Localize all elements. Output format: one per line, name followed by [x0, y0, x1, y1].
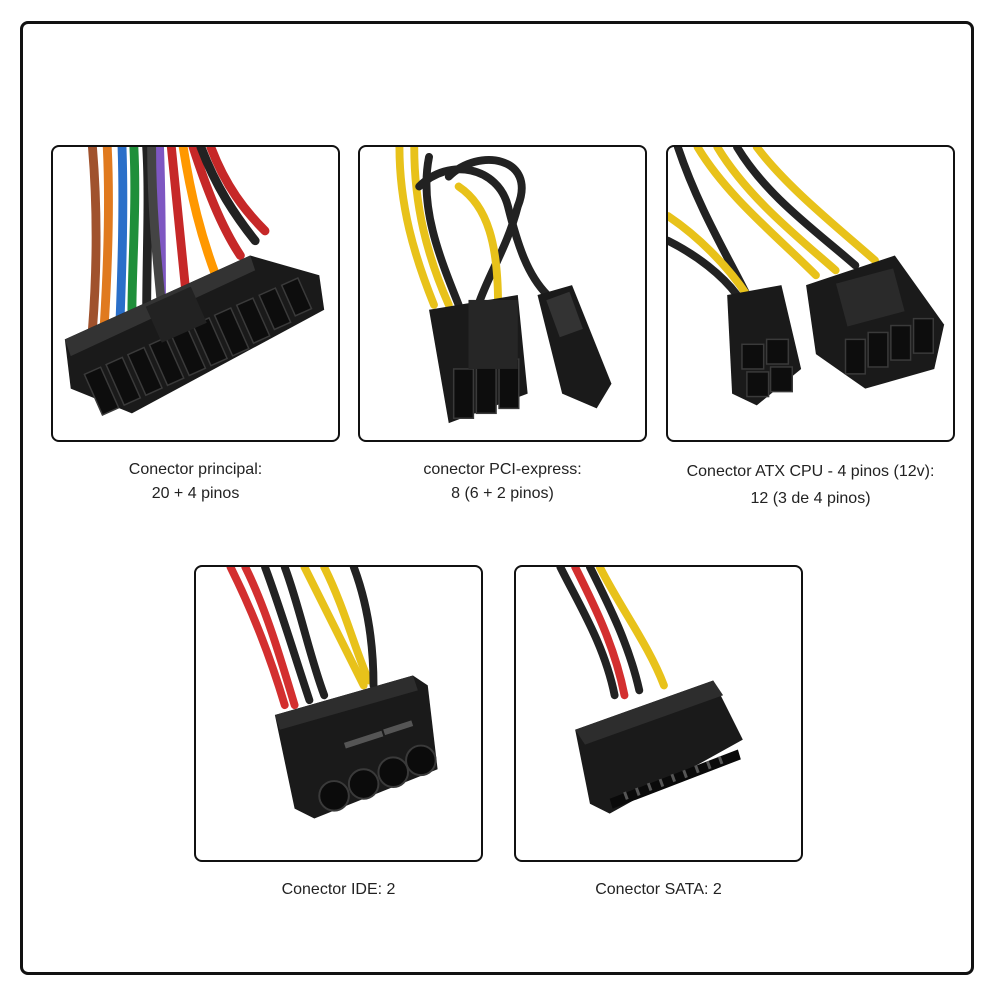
- sata-name: Conector SATA: 2: [595, 881, 722, 898]
- ide-connector-image: [194, 565, 483, 862]
- atx-main-name: Conector principal:: [128, 461, 263, 478]
- pcie-8pin-connector-photo-icon: [395, 147, 612, 424]
- pci-express-name: conector PCI-express:: [423, 461, 582, 478]
- atx-main-detail: 20 + 4 pinos: [151, 485, 240, 502]
- cpu-4pin-connector-photo-icon: [668, 147, 945, 406]
- sata-connector-image: [514, 565, 803, 862]
- atx-cpu-detail: 12 (3 de 4 pinos): [750, 490, 871, 507]
- atx-24pin-connector-photo-icon: [64, 147, 325, 416]
- sata-power-connector-photo-icon: [556, 567, 743, 814]
- atx-main-connector-image: [51, 145, 340, 442]
- atx-cpu-connector-image: [666, 145, 955, 442]
- pci-express-connector-image: [358, 145, 647, 442]
- ide-caption: Conector IDE: 2: [194, 878, 483, 902]
- atx-cpu-caption: Conector ATX CPU - 4 pinos (12v): 12 (3 …: [650, 458, 971, 512]
- atx-cpu-name: Conector ATX CPU - 4 pinos (12v):: [686, 463, 935, 480]
- pci-express-detail: 8 (6 + 2 pinos): [451, 485, 554, 502]
- molex-ide-connector-photo-icon: [226, 567, 438, 819]
- atx-main-caption: Conector principal: 20 + 4 pinos: [51, 458, 340, 506]
- pci-express-caption: conector PCI-express: 8 (6 + 2 pinos): [358, 458, 647, 506]
- sata-caption: Conector SATA: 2: [514, 878, 803, 902]
- outer-frame: [20, 21, 974, 975]
- ide-name: Conector IDE: 2: [281, 881, 396, 898]
